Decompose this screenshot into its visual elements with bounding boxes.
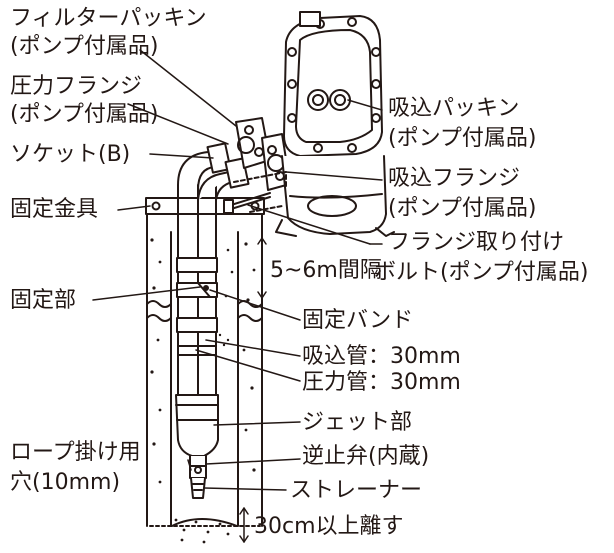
label-suction-packing: 吸込パッキン [388,96,520,121]
label-suction-pipe: 吸込管：30mm [302,344,461,369]
label-flange-bolt-note: ボルト(ポンプ付属品) [374,260,589,285]
label-rope-hole-size: 穴(10mm) [10,470,121,495]
well-wall-right [237,214,263,527]
label-socket: ソケット(B) [10,142,131,167]
label-suction-flange: 吸込フランジ [388,166,521,191]
label-filter-packing: フィルターパッキン [10,6,207,31]
label-pressure-flange-note: (ポンプ付属品) [10,102,159,127]
fixing-band [197,282,211,298]
label-interval: 5~6m間隔 [270,258,382,283]
label-rope-hole: ロープ掛け用 [10,440,141,465]
label-fixing-part: 固定部 [10,288,77,313]
casing-break-lower [146,314,263,322]
bottom-clearance-dimension [239,507,249,543]
interval-dimension [257,237,267,299]
well-floor [171,518,238,527]
label-bottom-clearance: 30cm以上離す [254,514,404,539]
pipe-elbows-and-socket [177,142,250,201]
jet-part [175,394,219,457]
label-suction-flange-note: (ポンプ付属品) [388,196,537,221]
label-flange-bolt: フランジ取り付け [388,230,565,255]
leader-lines [92,49,383,491]
label-check-valve: 逆止弁(内蔵) [302,444,430,469]
label-jet-part: ジェット部 [302,410,413,435]
well-wall-left [146,214,172,527]
label-fixing-band: 固定バンド [302,308,414,333]
label-pressure-flange: 圧力フランジ [10,74,143,99]
label-strainer: ストレーナー [290,478,423,503]
label-filter-packing-note: (ポンプ付属品) [10,34,159,59]
label-fixing-bracket: 固定金具 [10,197,99,222]
strainer [190,477,206,499]
gravel-texture [150,238,256,544]
label-pressure-pipe: 圧力管：30mm [302,370,461,395]
check-valve [189,455,207,479]
pump-body [275,11,395,237]
label-suction-packing-note: (ポンプ付属品) [388,126,537,151]
flange-bolt [223,192,271,214]
